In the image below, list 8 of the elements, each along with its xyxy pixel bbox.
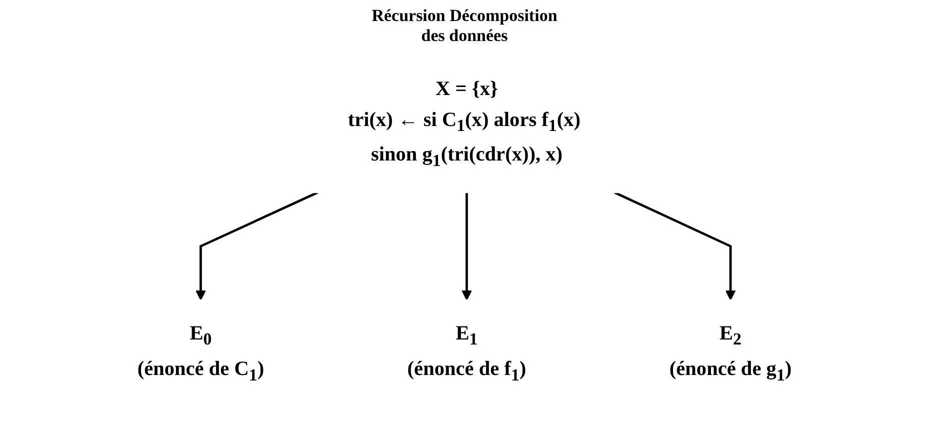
arrow bbox=[462, 192, 472, 300]
node-text: E$_{1}$ (énoncé de f$_{1}$) bbox=[407, 321, 526, 385]
arrow bbox=[195, 191, 318, 300]
node-text: E$_{0}$ (énoncé de C$_{1}$) bbox=[137, 321, 264, 385]
node-text: E$_{2}$ (énoncé de g$_{1}$) bbox=[669, 321, 792, 385]
node-text: X = {x} tri(x) ← si C$_{1}$(x) alors f$_{1}$(x) sinon g$_{1}$(tri(cdr(x)), x) bbox=[348, 77, 581, 171]
arrow bbox=[614, 191, 736, 300]
diagram-title: Récursion Décomposition des données bbox=[370, 6, 558, 46]
